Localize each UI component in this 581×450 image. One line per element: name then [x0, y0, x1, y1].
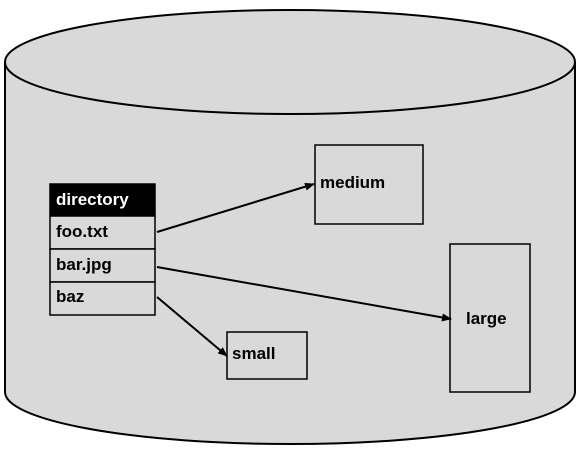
- entry-foo-label: foo.txt: [56, 222, 108, 241]
- directory-entry-cell: [49, 215, 156, 250]
- disk-cylinder-top: [4, 9, 576, 115]
- block-medium: [314, 144, 424, 225]
- arrow-foo-to-medium: [156, 182, 315, 233]
- block-large-label: large: [466, 309, 507, 328]
- directory-header-label: directory: [56, 190, 129, 209]
- block-medium-label: medium: [320, 173, 386, 192]
- arrow-baz-to-small: [156, 296, 228, 357]
- entry-baz-label: baz: [56, 287, 85, 306]
- directory-entry-cell: [49, 281, 156, 316]
- entry-bar-label: bar.jpg: [56, 255, 112, 274]
- directory-entry-cell: [49, 248, 156, 283]
- disk-cylinder-body: [4, 62, 576, 445]
- arrow-bar-to-large: [156, 266, 452, 322]
- block-small-label: small: [232, 344, 276, 363]
